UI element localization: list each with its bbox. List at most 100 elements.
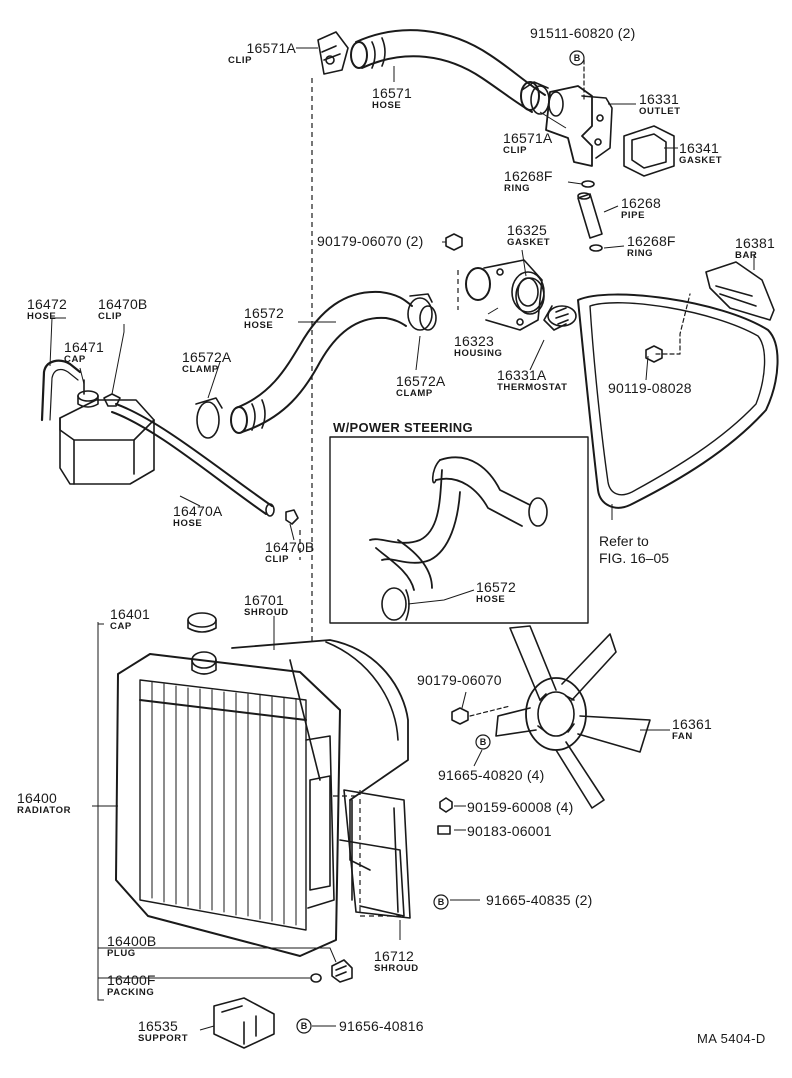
part-number: 16400B <box>107 933 157 949</box>
dashed-assembly-lines <box>299 78 459 917</box>
part-number: 91656-40816 <box>339 1018 424 1034</box>
label-16400B: 16400B PLUG <box>107 934 156 959</box>
label-16400: 16400 RADIATOR <box>17 791 71 816</box>
b-mark-91511 <box>569 50 585 101</box>
part-number: 91665-40820 (4) <box>438 767 545 783</box>
shroud-16712 <box>343 789 411 919</box>
part-caption: CLIP <box>503 145 528 156</box>
b-letter: B <box>574 53 581 63</box>
bar-16381 <box>705 261 775 321</box>
part-number: 16400 <box>17 790 57 806</box>
clamp-16572A-mid <box>407 293 437 331</box>
label-16268F-bottom: 16268F RING <box>627 234 676 259</box>
upper-hose-16571 <box>350 29 546 113</box>
label-91656-40816: 91656-40816 <box>339 1019 424 1033</box>
part-caption: CLIP <box>228 55 253 66</box>
part-number: 16268F <box>627 233 676 249</box>
b-letter: B <box>480 737 487 747</box>
part-caption: GASKET <box>507 237 551 248</box>
label-16361: 16361 FAN <box>672 717 712 742</box>
part-number: 16572A <box>182 349 232 365</box>
ring-16268F-top <box>581 180 595 188</box>
v-belt <box>577 293 779 509</box>
label-90179-06070-top: 90179-06070 (2) <box>317 234 424 248</box>
part-caption: SUPPORT <box>138 1033 189 1044</box>
part-number: 16470B <box>98 296 148 312</box>
part-caption: SHROUD <box>374 963 419 974</box>
b-mark-91665-40820 <box>475 734 491 750</box>
part-number: 16401 <box>110 606 150 622</box>
label-16701: 16701 SHROUD <box>244 593 289 618</box>
refer-line1: Refer to <box>599 533 649 549</box>
clip-16571A-mid <box>520 81 550 115</box>
washer-90183 <box>437 825 451 835</box>
b-mark-91665-40835 <box>433 894 449 910</box>
part-number: 90179-06070 (2) <box>317 233 424 249</box>
b-mark-letters: B B B B <box>301 53 581 1031</box>
part-number: 16471 <box>64 339 104 355</box>
part-number: 90119-08028 <box>608 380 692 396</box>
label-16331A: 16331A THERMOSTAT <box>497 368 568 393</box>
part-number: 16331 <box>639 91 679 107</box>
housing-16323 <box>465 259 545 331</box>
bolt-90179-bottom <box>451 705 511 725</box>
part-number: 16400F <box>107 972 156 988</box>
part-caption: CAP <box>64 354 86 365</box>
label-16712: 16712 SHROUD <box>374 949 419 974</box>
label-91511-60820: 91511-60820 (2) <box>530 26 635 40</box>
label-16572: 16572 HOSE <box>244 306 284 331</box>
plug-16400B <box>331 959 353 983</box>
part-caption: BAR <box>735 250 758 261</box>
ring-16268F-bottom <box>589 244 603 252</box>
part-number: 16331A <box>497 367 547 383</box>
label-16572-inset: 16572 HOSE <box>476 580 516 605</box>
part-caption: RING <box>627 248 654 259</box>
part-number: 16268F <box>504 168 553 184</box>
b-mark-91656 <box>296 1018 312 1034</box>
part-caption: HOUSING <box>454 348 503 359</box>
water-outlet-16331 <box>545 85 613 167</box>
part-caption: THERMOSTAT <box>497 382 568 393</box>
part-number: 16572 <box>244 305 284 321</box>
cap-16471 <box>77 379 99 408</box>
part-caption: RING <box>504 183 531 194</box>
label-16401: 16401 CAP <box>110 607 150 632</box>
label-16571A-mid: 16571A CLIP <box>503 131 552 156</box>
label-16381: 16381 BAR <box>735 236 775 261</box>
hose-16472 <box>40 359 82 422</box>
part-number: 16323 <box>454 333 494 349</box>
part-number: 16361 <box>672 716 712 732</box>
label-91665-40835: 91665-40835 (2) <box>486 893 593 907</box>
part-caption: SHROUD <box>244 607 289 618</box>
part-number: 16470A <box>173 503 223 519</box>
part-number: 90183-06001 <box>467 823 552 839</box>
label-16571A-top: 16571A CLIP <box>218 41 296 66</box>
label-16471: 16471 CAP <box>64 340 104 365</box>
part-number: 16325 <box>507 222 547 238</box>
part-number: 16571A <box>503 130 553 146</box>
part-number: 90159-60008 (4) <box>467 799 574 815</box>
label-16470B-top: 16470B CLIP <box>98 297 147 322</box>
label-16470A: 16470A HOSE <box>173 504 222 529</box>
part-caption: CAP <box>110 621 132 632</box>
label-16323: 16323 HOUSING <box>454 334 503 359</box>
refer-note: Refer to FIG. 16–05 <box>599 533 669 567</box>
thermostat-16331A <box>543 305 577 331</box>
lower-hose-16572 <box>230 290 413 434</box>
fan-16361 <box>495 625 651 809</box>
part-caption: CLIP <box>98 311 123 322</box>
packing-16400F <box>310 973 322 983</box>
part-caption: HOSE <box>27 311 57 322</box>
part-number: 16341 <box>679 140 719 156</box>
part-number: 16472 <box>27 296 67 312</box>
footer-code: MA 5404-D <box>697 1031 766 1046</box>
clamp-16572A-left <box>195 397 223 439</box>
label-16341: 16341 GASKET <box>679 141 722 166</box>
gasket-16325 <box>511 271 545 313</box>
part-caption: RADIATOR <box>17 805 72 816</box>
label-16535: 16535 SUPPORT <box>138 1019 188 1044</box>
part-caption: HOSE <box>173 518 203 529</box>
part-number: 16712 <box>374 948 414 964</box>
part-number: 16268 <box>621 195 661 211</box>
part-number: 16381 <box>735 235 775 251</box>
